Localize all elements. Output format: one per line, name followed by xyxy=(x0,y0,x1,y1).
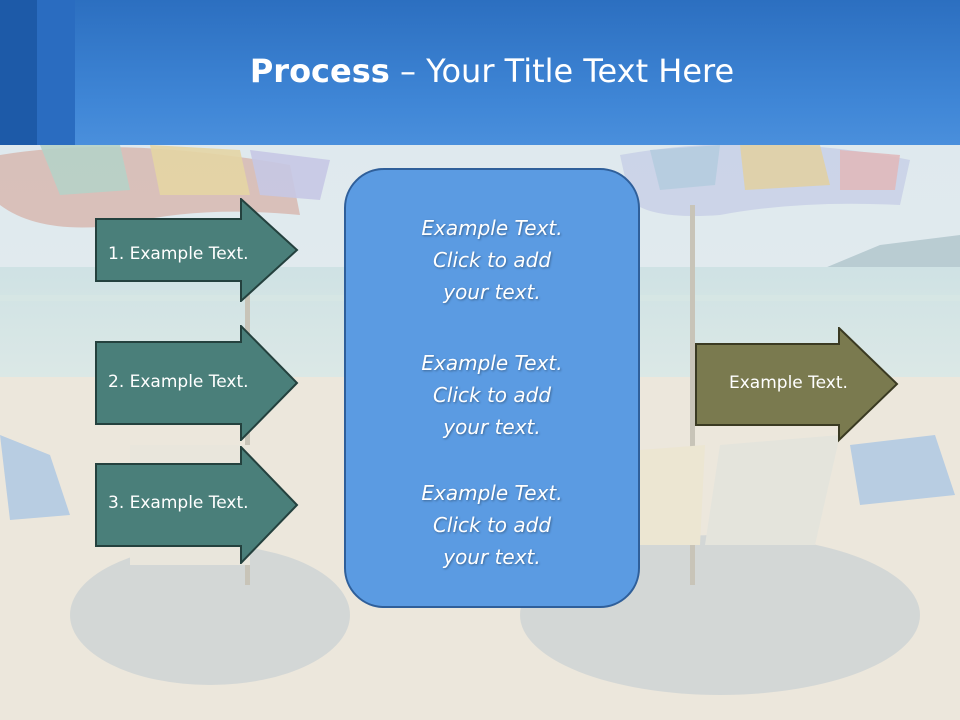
center-line: your text. xyxy=(443,415,541,439)
center-paragraph-1: Example Text. Click to add your text. xyxy=(346,212,638,308)
center-line: Example Text. xyxy=(421,216,563,240)
step-arrow-shape xyxy=(95,325,299,441)
output-arrow[interactable]: Example Text. xyxy=(695,327,905,443)
output-arrow-shape xyxy=(695,327,899,443)
step-arrow-shape xyxy=(95,446,299,564)
header-bar: Process – Your Title Text Here xyxy=(0,0,960,145)
header-accent-band-2 xyxy=(37,0,75,145)
header-accent-band xyxy=(0,0,37,145)
title-bold: Process xyxy=(249,52,390,90)
slide-title[interactable]: Process – Your Title Text Here xyxy=(0,52,960,90)
step-label-1: 1. Example Text. xyxy=(108,244,249,264)
center-text-box[interactable]: Example Text. Click to add your text. Ex… xyxy=(344,168,640,608)
center-line: Click to add xyxy=(432,248,552,272)
step-arrow-shape xyxy=(95,198,299,302)
center-paragraph-2: Example Text. Click to add your text. xyxy=(346,347,638,443)
center-line: your text. xyxy=(443,545,541,569)
center-paragraph-3: Example Text. Click to add your text. xyxy=(346,477,638,573)
center-line: Click to add xyxy=(432,383,552,407)
center-line: your text. xyxy=(443,280,541,304)
step-arrow-3[interactable]: 3. Example Text. xyxy=(95,446,305,564)
center-line: Example Text. xyxy=(421,481,563,505)
title-rest: – Your Title Text Here xyxy=(389,52,735,90)
step-label-3: 3. Example Text. xyxy=(108,493,249,513)
output-label: Example Text. xyxy=(729,373,848,393)
step-arrow-1[interactable]: 1. Example Text. xyxy=(95,198,305,302)
step-arrow-2[interactable]: 2. Example Text. xyxy=(95,325,305,441)
step-label-2: 2. Example Text. xyxy=(108,372,249,392)
center-line: Example Text. xyxy=(421,351,563,375)
center-line: Click to add xyxy=(432,513,552,537)
